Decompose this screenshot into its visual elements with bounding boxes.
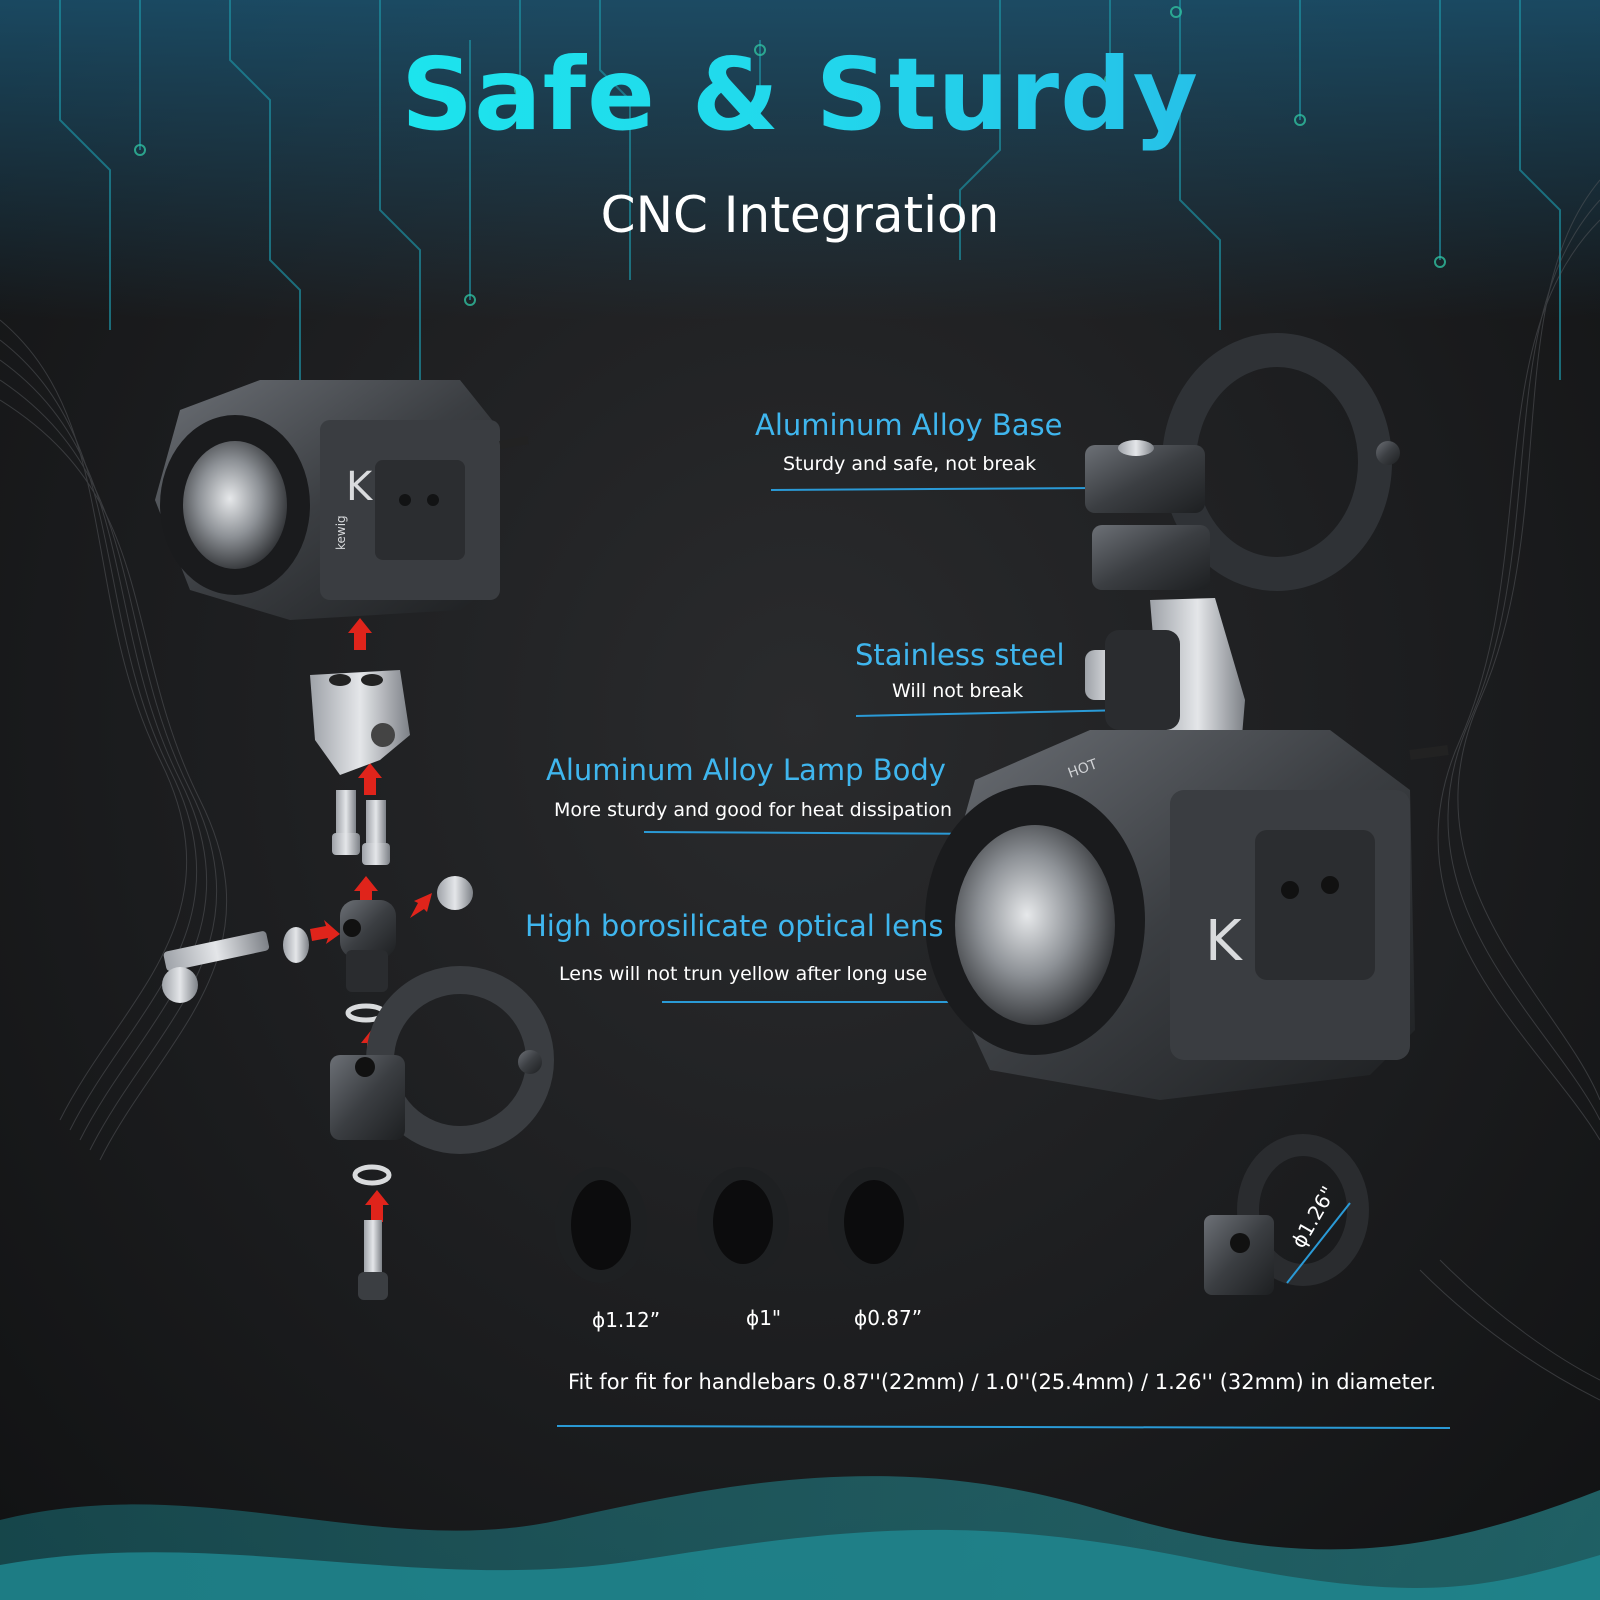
- clamp-bolt-washer: [352, 1164, 392, 1186]
- top-clamp-hinge: [1376, 441, 1400, 465]
- adapter-ring-bore: [571, 1180, 631, 1270]
- clamp-hinge: [518, 1050, 542, 1074]
- small-lamp-lens: [183, 441, 287, 569]
- feature-desc-lens: Lens will not trun yellow after long use: [559, 963, 928, 985]
- clamp-bolt-shaft: [364, 1220, 382, 1275]
- main-lamp-mount-slot: [1255, 830, 1375, 980]
- top-clamp: [1085, 333, 1400, 591]
- feature-desc-base: Sturdy and safe, not break: [783, 453, 1037, 475]
- nut-right: [437, 876, 473, 910]
- top-clamp-block-upper: [1085, 445, 1205, 513]
- top-clamp-block-lower: [1092, 525, 1210, 590]
- swivel-joint: [162, 876, 473, 1003]
- small-lamp-bolt-hole: [427, 494, 439, 506]
- mount-bolts: [332, 790, 390, 865]
- main-lamp-logo-mark: K: [1205, 909, 1243, 974]
- steel-bracket-pivot: [371, 723, 395, 747]
- long-bolt-head: [162, 967, 198, 1003]
- swirl-lines-right: [1419, 179, 1600, 1401]
- small-lamp-bolt-hole: [399, 494, 411, 506]
- swirl-lines-left: [0, 319, 228, 1161]
- clamp-bolt-head: [358, 1272, 388, 1300]
- feature-desc-steel: Will not break: [892, 680, 1024, 702]
- wave-front: [0, 1529, 1600, 1600]
- arrow-up-2: [358, 763, 382, 795]
- swivel-joint-hole: [343, 919, 361, 937]
- adapter-ring-large: [555, 1167, 647, 1283]
- callout-line-body: [643, 831, 1009, 835]
- mount-bolt-head: [332, 833, 360, 855]
- arrow-up-1: [348, 618, 372, 650]
- steel-bracket: [310, 670, 410, 775]
- top-glow: [0, 0, 1600, 320]
- arrow-up-5: [365, 1190, 389, 1222]
- feature-title-base: Aluminum Alloy Base: [755, 408, 1063, 442]
- small-lamp-logo-text: kewig: [334, 515, 348, 550]
- swivel-block: [1105, 630, 1180, 730]
- feature-title-lens: High borosilicate optical lens: [525, 909, 944, 943]
- small-clamp-block: [1204, 1215, 1274, 1295]
- small-lamp-mount-slot: [375, 460, 465, 560]
- long-bolt: [163, 931, 270, 972]
- main-lamp-lens: [955, 825, 1115, 1025]
- small-clamp-hole: [1230, 1233, 1250, 1253]
- callout-line-base: [770, 487, 1099, 491]
- adapter-ring-medium: [697, 1167, 789, 1277]
- arrow-right: [310, 920, 340, 944]
- fit-note-underline: [556, 1425, 1451, 1429]
- adapter-size-small: ϕ0.87”: [854, 1306, 923, 1330]
- main-lamp-bolt-hole: [1281, 881, 1299, 899]
- swivel-joint-body: [340, 900, 396, 958]
- feature-title-steel: Stainless steel: [855, 638, 1065, 672]
- steel-bracket-hole: [361, 674, 383, 686]
- main-lamp-cable: [1409, 745, 1449, 760]
- adapter-ring-bore: [844, 1180, 904, 1264]
- main-lamp-bolt-hole: [1321, 876, 1339, 894]
- adapter-size-large: ϕ1.12”: [592, 1308, 661, 1332]
- small-lamp-cable: [499, 436, 529, 449]
- swivel-joint-stem: [346, 950, 388, 992]
- clamp-hole: [355, 1057, 375, 1077]
- feature-desc-body: More sturdy and good for heat dissipatio…: [554, 799, 953, 821]
- washer-left: [283, 927, 309, 963]
- mount-bolt: [336, 790, 356, 835]
- circuit-nodes: [134, 6, 1446, 306]
- page-subtitle: CNC Integration: [600, 186, 1000, 244]
- arrow-left: [410, 893, 432, 918]
- adapter-ring-bore: [713, 1180, 773, 1264]
- clamp-bolt: [352, 1164, 392, 1300]
- small-clamp: [1204, 1134, 1369, 1295]
- main-lamp: K HOT: [925, 730, 1449, 1100]
- steel-bracket-hole: [329, 674, 351, 686]
- top-clamp-screw: [1118, 440, 1154, 456]
- diameter-line: [1286, 1202, 1351, 1284]
- mount-bolt-head: [362, 843, 390, 865]
- fit-note: Fit for fit for handlebars 0.87''(22mm) …: [568, 1370, 1437, 1394]
- circuit-lines: [59, 0, 1561, 480]
- small-lamp-logo-mark: K: [346, 464, 374, 510]
- adapter-size-medium: ϕ1": [746, 1306, 782, 1330]
- feature-title-body: Aluminum Alloy Lamp Body: [546, 753, 946, 787]
- stainless-bracket: [1085, 598, 1245, 765]
- callout-line-steel: [855, 709, 1129, 717]
- steel-bracket-plate: [310, 670, 410, 775]
- small-lamp: K kewig: [155, 380, 529, 620]
- clamp-block: [330, 1055, 405, 1140]
- adapter-ring-small: [828, 1167, 920, 1277]
- handlebar-clamp: [330, 966, 554, 1154]
- page-title: Safe & Sturdy: [0, 36, 1600, 153]
- small-clamp-ring: [1237, 1134, 1369, 1286]
- mount-bolt: [366, 800, 386, 845]
